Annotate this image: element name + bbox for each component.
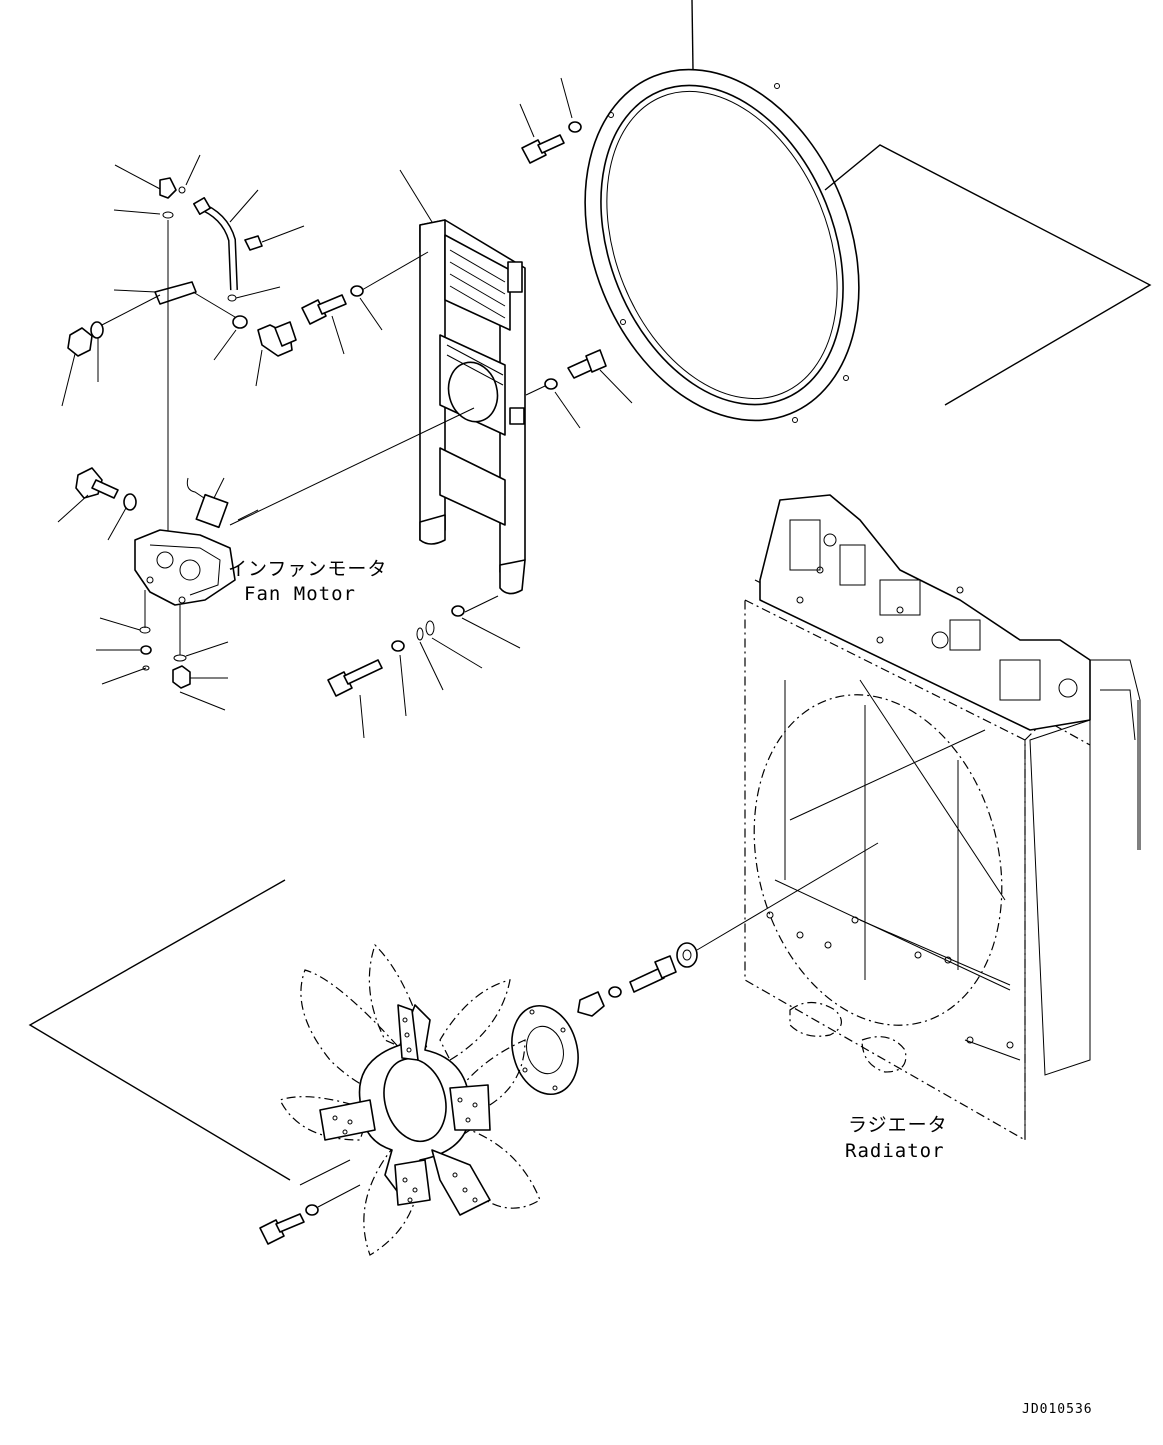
mounting-plane-lines bbox=[28, 879, 291, 1181]
fan-motor-label-jp: インファンモータ bbox=[228, 558, 387, 580]
fan-motor-label-en: Fan Motor bbox=[244, 583, 356, 605]
fan-bolt bbox=[259, 1184, 361, 1245]
radiator-label-en: Radiator bbox=[845, 1140, 945, 1162]
drawing-code: JD010536 bbox=[1022, 1402, 1093, 1417]
bracket-bolts bbox=[301, 251, 633, 429]
fan-motor-assembly bbox=[57, 154, 475, 711]
lower-bolt-stack bbox=[327, 595, 521, 739]
fan-hub bbox=[511, 1004, 579, 1096]
cooling-fan bbox=[279, 943, 541, 1256]
spacer-bolt-stack bbox=[577, 842, 879, 1017]
fan-shroud-ring bbox=[584, 0, 1152, 423]
radiator-assembly bbox=[744, 494, 1141, 1142]
fan-motor-bracket bbox=[399, 169, 526, 595]
shroud-bolt bbox=[519, 77, 582, 164]
radiator-label-jp: ラジエータ bbox=[848, 1114, 948, 1136]
